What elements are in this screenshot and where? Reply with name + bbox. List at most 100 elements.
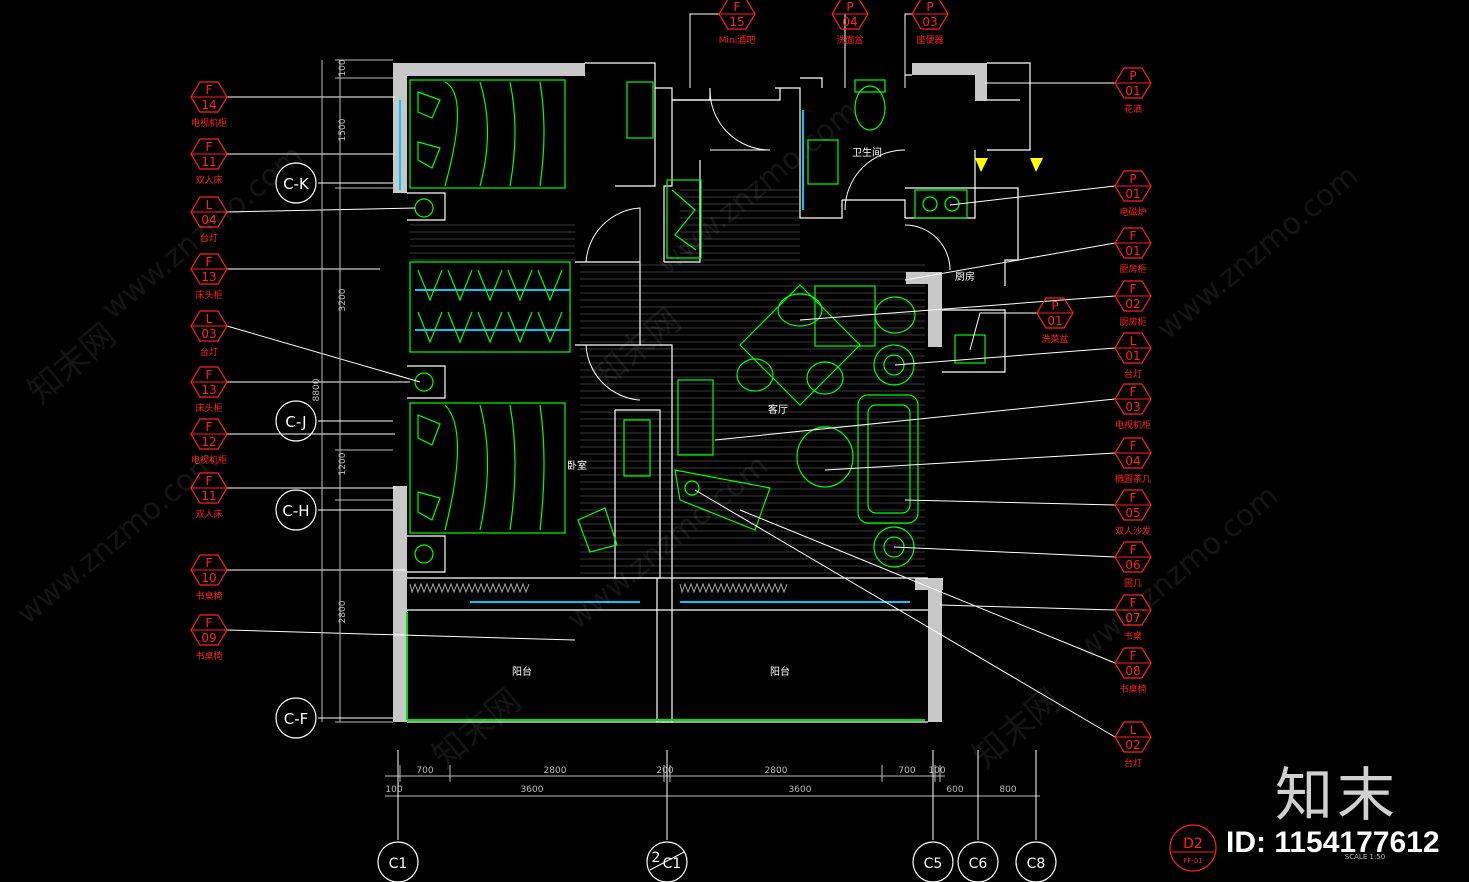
total-dim: 8800 [312,378,322,401]
right-tag-10-letter: F [1130,649,1137,663]
desk [674,469,771,531]
right-tag-3-label: 厨房柜 [1119,316,1146,328]
top-tag-2-number: 03 [922,15,937,29]
bottom-dim2-2: 3600 [789,785,812,795]
top-tag-1-number: 04 [842,15,857,29]
left-tag-4: L03 台灯 [190,310,228,358]
top-tag-2-letter: P [926,0,933,14]
furniture [409,79,986,568]
left-tag-7-label: 双人床 [195,508,222,520]
sink-tag-letter: P [1051,299,1058,313]
induction-cooker [914,189,968,219]
top-tag-1-label: 洗面盆 [836,34,863,46]
right-tag-11-label: 台灯 [1124,757,1142,769]
doors [585,87,951,401]
right-tag-9-label: 书桌 [1124,630,1142,642]
walls [393,63,987,722]
grid-left-label-2: C-H [282,502,309,520]
right-tag-0-letter: P [1129,69,1136,83]
room-balcony-left: 阳台 [512,665,532,678]
right-tag-2: F01 厨房柜 [1114,227,1152,275]
grid-bottom-label-2: C5 [924,856,943,872]
right-tag-9: F07 书桌 [1114,594,1152,642]
right-tag-2-label: 厨房柜 [1119,263,1146,275]
left-tag-4-letter: L [206,312,213,326]
right-tag-1-number: 01 [1125,187,1140,201]
right-tag-4-label: 台灯 [1124,368,1142,380]
left-tag-0-letter: F [206,83,213,97]
left-tag-2-number: 04 [201,213,216,227]
balcony-rails [406,612,925,721]
left-tag-4-label: 台灯 [200,346,218,358]
kitchen-sink [954,334,986,364]
right-tag-5-number: 03 [1125,400,1140,414]
left-tag-9-label: 书桌椅 [195,650,222,662]
bottom-dim1-3: 2800 [765,766,788,776]
grid-bottom-4 [1015,841,1057,882]
double-bed-upper [409,79,566,189]
right-tag-4-number: 01 [1125,349,1140,363]
left-tag-3-number: 13 [201,270,216,284]
right-tag-7-number: 05 [1125,506,1140,520]
right-tag-5-letter: F [1130,385,1137,399]
right-tag-2-number: 01 [1125,244,1140,258]
grid-bottom-0 [377,841,419,882]
left-tag-0-number: 14 [201,98,216,112]
right-tag-6-letter: F [1130,439,1137,453]
left-tag-0-label: 电视机柜 [191,117,227,129]
grid-bottom-top: 2 [652,850,661,866]
left-tag-9-number: 09 [201,631,216,645]
top-tag-0-letter: F [734,0,741,14]
column-markers [975,158,1043,172]
left-tag-5-number: 13 [201,383,216,397]
right-tag-2-letter: F [1130,229,1137,243]
room-kitchen: 厨房 [955,270,975,283]
right-tag-7-letter: F [1130,491,1137,505]
grid-bottom-label-1: C1 [663,856,682,872]
right-tag-7-label: 双人沙发 [1115,525,1151,537]
dining-table [814,285,876,347]
grid-left-label-1: C-J [285,413,306,431]
bottom-dim2-0: 100 [385,785,402,795]
right-tag-4-letter: L [1130,334,1137,348]
tags-layer: F14电视机柜F11双人床L04台灯F13床头柜L03台灯F13床头柜F12电视… [190,0,1152,769]
grid-left-0 [275,162,317,204]
right-tag-9-letter: F [1130,596,1137,610]
bottom-dim1-1: 2800 [544,766,567,776]
wardrobe [409,261,571,353]
double-sofa [857,394,919,524]
left-tag-4-number: 03 [201,327,216,341]
right-tag-8-letter: F [1130,543,1137,557]
left-tag-3-letter: F [206,255,213,269]
grid-bottom-1 [646,841,688,882]
grid-left-3 [275,697,317,739]
top-tag-2-label: 座便器 [916,34,943,46]
left-tag-9-letter: F [206,616,213,630]
room-living: 客厅 [768,403,788,416]
left-tag-5-letter: F [206,368,213,382]
round-table-lower [873,526,915,568]
left-tag-6-number: 12 [201,435,216,449]
room-bedroom: 卧室 [567,459,587,472]
left-tag-8-letter: F [206,556,213,570]
right-tag-7: F05 双人沙发 [1114,489,1152,537]
glass-windows [399,100,910,603]
sink-tag-label: 洗菜盆 [1041,333,1068,345]
right-tag-0-number: 01 [1125,84,1140,98]
leader-lines [226,13,1116,738]
curtains [409,582,788,594]
right-tag-9-number: 07 [1125,611,1140,625]
wash-basin [807,139,839,185]
grid-left-1 [275,400,317,442]
